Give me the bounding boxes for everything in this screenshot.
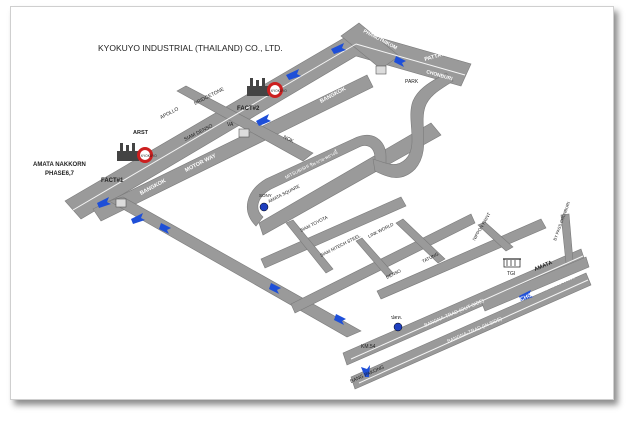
label-sony: SONY xyxy=(259,193,272,198)
location-pin-icon xyxy=(259,202,269,212)
tgi-marker xyxy=(503,258,521,268)
road-grid-7 xyxy=(355,237,394,278)
label-link-world: LINK WORLD xyxy=(367,221,395,239)
arrow-10 xyxy=(361,365,370,377)
label-tgi: TGI xyxy=(507,271,515,277)
road-grid-6 xyxy=(477,221,514,252)
arrow-4 xyxy=(256,114,271,126)
label-denso: DENSO xyxy=(385,268,402,280)
label-bangna-in: BANGNA-TRAD (IN SIDE) xyxy=(446,316,503,345)
arrow-11 xyxy=(334,314,346,325)
bridges xyxy=(115,65,387,208)
arrow-6 xyxy=(159,223,171,234)
factory-building-icon xyxy=(247,86,269,96)
ptt-station-icon xyxy=(393,322,403,332)
direction-arrows xyxy=(97,43,533,377)
arrow-5 xyxy=(131,213,145,224)
arrow-1 xyxy=(97,197,111,208)
road-loop xyxy=(247,135,387,227)
road-grid-5 xyxy=(395,218,446,264)
bridge-3 xyxy=(375,65,387,75)
map-frame: KYOKUYO KYOKUYO KYOKUYO INDUSTRIAL (THAI… xyxy=(10,6,614,400)
ptt-marker xyxy=(393,322,403,332)
label-nok: NOK xyxy=(282,134,295,145)
label-km54: KM.54 xyxy=(361,344,376,350)
label-phase: PHASE6,7 xyxy=(45,171,75,177)
label-ptt: ปตท. xyxy=(391,315,402,321)
label-amata-nakkorn: AMATA NAKKORN xyxy=(33,162,86,168)
label-fact2: FACT#2 xyxy=(237,106,260,112)
factory-building-icon xyxy=(117,151,139,161)
road-bridgetone xyxy=(176,85,314,162)
road-amata-inner xyxy=(258,122,442,236)
arrow-2 xyxy=(286,69,301,80)
tgi-building-icon xyxy=(503,258,521,268)
map-title: KYOKUYO INDUSTRIAL (THAILAND) CO., LTD. xyxy=(98,43,283,53)
arrow-7 xyxy=(269,283,281,294)
factory-fact1[interactable]: KYOKUYO xyxy=(117,143,157,163)
label-park: PARK xyxy=(405,79,419,85)
road-network xyxy=(64,22,592,390)
label-fact1: FACT#1 xyxy=(101,178,124,184)
arrow-9 xyxy=(519,290,533,301)
label-arst: ARST xyxy=(133,130,149,136)
road-bypass xyxy=(560,213,574,264)
bridge-1 xyxy=(115,198,127,208)
label-siam-toyota: SIAM TOYOTA xyxy=(299,215,328,233)
arrow-3 xyxy=(331,43,346,54)
sony-marker xyxy=(259,202,269,212)
road-s-curve xyxy=(372,72,454,178)
factory-badge-text: KYOKUYO xyxy=(271,89,287,93)
road-grid-1 xyxy=(260,196,407,269)
road-grid-4 xyxy=(285,219,334,274)
road-dividers xyxy=(72,43,589,384)
label-apollo: APOLLO xyxy=(159,106,180,120)
factory-badge-text: KYOKUYO xyxy=(141,154,157,158)
arrow-8 xyxy=(394,56,406,67)
road-chonburi-pattaya xyxy=(480,256,590,312)
bridge-2 xyxy=(238,128,250,138)
road-motorway xyxy=(92,74,374,222)
factory-fact2[interactable]: KYOKUYO xyxy=(247,78,287,98)
route-map: KYOKUYO KYOKUYO KYOKUYO INDUSTRIAL (THAI… xyxy=(33,22,592,390)
label-va: VA xyxy=(227,122,234,128)
